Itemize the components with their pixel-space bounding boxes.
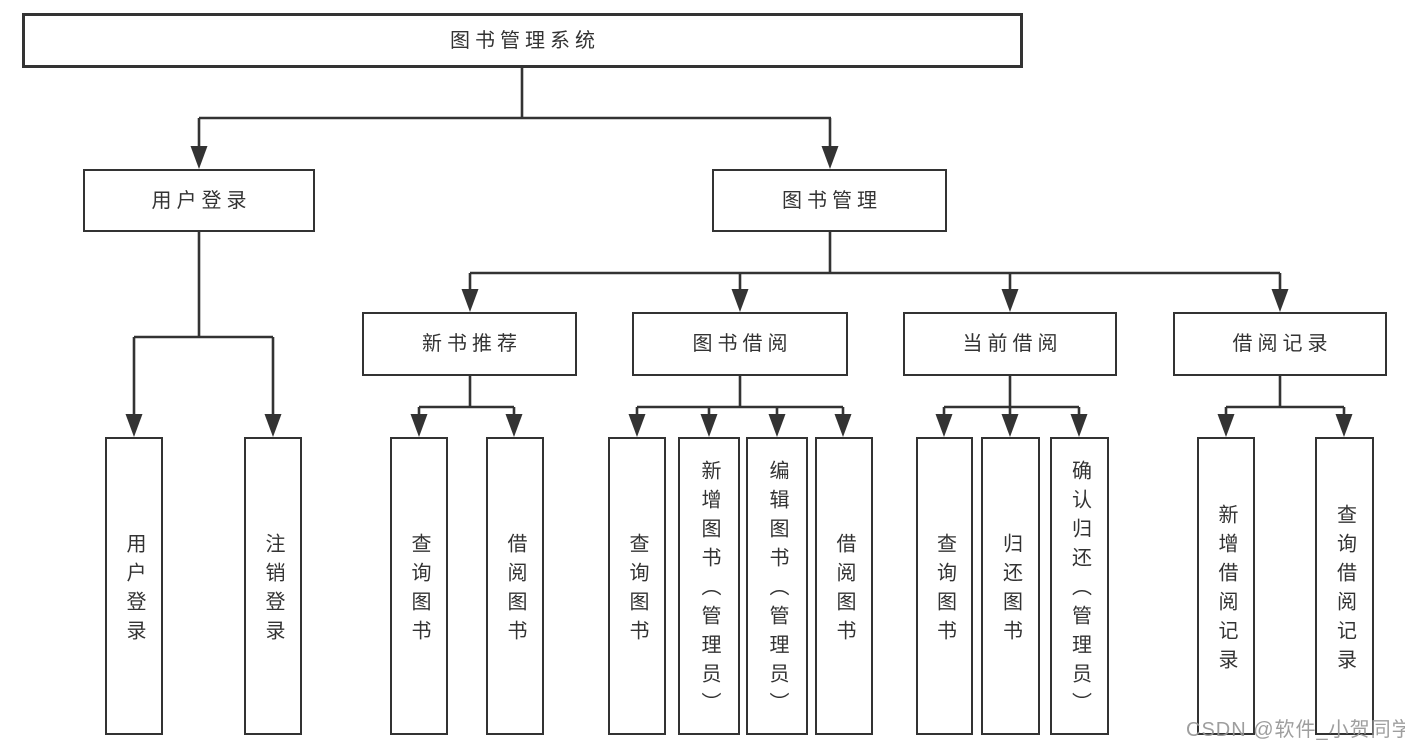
connector-book-management-to-children <box>461 232 1289 312</box>
node-label: 用户登录 <box>151 189 252 212</box>
node-book-management: 图书管理 <box>712 169 947 232</box>
arrowhead-icon <box>505 414 523 437</box>
node-current-borrowing: 当前借阅 <box>903 312 1117 376</box>
node-label: 借阅图书 <box>504 532 526 649</box>
node-label: 查询图书 <box>933 532 956 649</box>
node-edit-books-admin: 编辑图书（管理员） <box>746 437 808 735</box>
node-label: 图书借阅 <box>692 333 793 355</box>
node-library-management-system: 图书管理系统 <box>22 13 1023 68</box>
arrowhead-icon <box>935 414 953 437</box>
arrowhead-icon <box>190 146 208 169</box>
node-label: 图书管理 <box>782 189 882 212</box>
node-return-books: 归还图书 <box>981 437 1040 735</box>
arrowhead-icon <box>1001 414 1019 437</box>
arrowhead-icon <box>821 146 839 169</box>
arrowhead-icon <box>264 414 282 437</box>
node-query-books-current: 查询图书 <box>916 437 973 735</box>
node-label: 编辑图书（管理员） <box>766 460 788 721</box>
node-label: 借阅图书 <box>833 532 855 649</box>
arrowhead-icon <box>1070 414 1088 437</box>
connector-borrowing-records-to-children <box>1217 376 1353 437</box>
node-label: 用户登录 <box>123 532 145 649</box>
node-label: 归还图书 <box>999 532 1022 649</box>
arrowhead-icon <box>700 414 718 437</box>
connector-user-login-to-children <box>125 232 282 437</box>
arrowhead-icon <box>834 414 852 437</box>
node-label: 当前借阅 <box>962 333 1063 355</box>
arrowhead-icon <box>1335 414 1353 437</box>
node-query-borrow-record: 查询借阅记录 <box>1315 437 1374 735</box>
connector-new-book-recommendation-to-children <box>410 376 523 437</box>
arrowhead-icon <box>768 414 786 437</box>
node-user-login-action: 用户登录 <box>105 437 163 735</box>
node-confirm-return-admin: 确认归还（管理员） <box>1050 437 1109 735</box>
node-label: 图书管理系统 <box>450 29 600 52</box>
node-label: 新增图书（管理员） <box>698 460 720 721</box>
node-label: 确认归还（管理员） <box>1068 460 1091 721</box>
connector-root-to-children <box>190 68 839 169</box>
node-user-login: 用户登录 <box>83 169 315 232</box>
node-query-books-recommendation: 查询图书 <box>390 437 448 735</box>
arrowhead-icon <box>1217 414 1235 437</box>
node-borrow-books-recommendation: 借阅图书 <box>486 437 544 735</box>
node-book-borrowing: 图书借阅 <box>632 312 848 376</box>
arrowhead-icon <box>461 289 479 312</box>
node-label: 新增借阅记录 <box>1215 503 1237 678</box>
arrowhead-icon <box>410 414 428 437</box>
node-label: 查询图书 <box>408 532 430 649</box>
node-query-books-borrowing: 查询图书 <box>608 437 666 735</box>
connector-current-borrowing-to-children <box>935 376 1088 437</box>
arrowhead-icon <box>1271 289 1289 312</box>
watermark: CSDN @软件_小贺同学 <box>1186 719 1405 741</box>
node-add-borrow-record: 新增借阅记录 <box>1197 437 1255 735</box>
node-borrow-books-borrowing: 借阅图书 <box>815 437 873 735</box>
arrowhead-icon <box>125 414 143 437</box>
node-borrowing-records: 借阅记录 <box>1173 312 1387 376</box>
node-logout-action: 注销登录 <box>244 437 302 735</box>
node-label: 注销登录 <box>262 532 284 649</box>
node-label: 新书推荐 <box>422 333 522 355</box>
node-add-books-admin: 新增图书（管理员） <box>678 437 740 735</box>
connector-book-borrowing-to-children <box>628 376 852 437</box>
arrowhead-icon <box>628 414 646 437</box>
node-label: 借阅记录 <box>1232 333 1333 355</box>
node-new-book-recommendation: 新书推荐 <box>362 312 577 376</box>
arrowhead-icon <box>1001 289 1019 312</box>
node-label: 查询图书 <box>626 532 648 649</box>
arrowhead-icon <box>731 289 749 312</box>
node-label: 查询借阅记录 <box>1333 503 1356 678</box>
